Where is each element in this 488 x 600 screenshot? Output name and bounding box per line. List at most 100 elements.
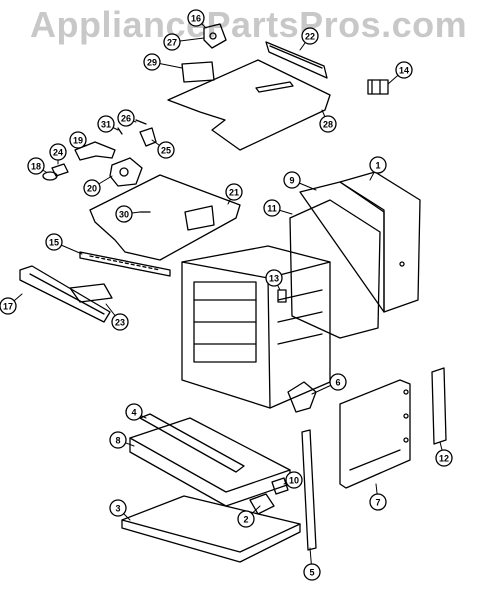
callout-20: 20 [83, 175, 113, 197]
callout-circle [0, 297, 17, 315]
callout-circle [369, 493, 387, 511]
callout-24: 24 [49, 143, 67, 165]
callout-15: 15 [45, 233, 83, 255]
callout-number: 9 [289, 176, 294, 186]
callout-circle [83, 179, 101, 197]
callout-number: 31 [101, 120, 111, 130]
callout-number: 11 [267, 204, 277, 214]
part-9-wrapper [299, 181, 385, 313]
part-17-rail [19, 265, 111, 323]
part-19-igniter [74, 141, 116, 161]
callout-circle [395, 61, 413, 79]
callout-31: 31 [97, 115, 119, 133]
callout-circle [109, 431, 127, 449]
part-16-27-bracket [203, 23, 227, 49]
callout-number: 12 [439, 454, 449, 464]
callout-number: 15 [49, 238, 59, 248]
callout-number: 6 [335, 378, 340, 388]
callout-circle [115, 205, 133, 223]
callout-number: 25 [161, 146, 171, 156]
callout-number: 13 [269, 274, 279, 284]
oven-cavity [181, 245, 331, 409]
callout-14: 14 [387, 61, 413, 85]
part-31-screw [117, 127, 123, 135]
callout-26: 26 [117, 109, 137, 127]
part-2-bracket [249, 493, 275, 515]
callout-circle [97, 115, 115, 133]
part-15-rail [79, 251, 171, 277]
callout-29: 29 [143, 53, 183, 71]
callout-circle [163, 33, 181, 51]
part-18-knob [42, 171, 58, 181]
callout-number: 2 [243, 515, 248, 525]
callout-number: 14 [399, 66, 409, 76]
callout-22: 22 [299, 27, 319, 51]
callout-number: 21 [229, 188, 239, 198]
callout-circle [435, 449, 453, 467]
callout-number: 23 [115, 318, 125, 328]
callout-17: 17 [0, 293, 23, 315]
callout-circle [237, 510, 255, 528]
callout-16: 16 [187, 9, 207, 29]
callout-number: 28 [323, 120, 333, 130]
callout-12: 12 [435, 441, 453, 467]
callout-18: 18 [27, 157, 47, 175]
callout-circle [303, 563, 321, 581]
callout-9: 9 [283, 171, 317, 191]
part-24-clip [51, 163, 69, 177]
callout-25: 25 [151, 139, 175, 159]
callout-number: 30 [119, 210, 129, 220]
watermark: AppliancePartsPros.com [30, 4, 468, 45]
callout-circle [125, 403, 143, 421]
callout-19: 19 [69, 131, 87, 149]
callout-circle [265, 269, 283, 287]
callout-circle [369, 156, 387, 174]
part-20-valve [109, 157, 143, 187]
callout-number: 29 [147, 58, 157, 68]
part-10-part [271, 477, 289, 495]
part-13-clip [277, 289, 287, 303]
part-11-insulation [289, 199, 381, 339]
callout-circle [225, 183, 243, 201]
callout-circle [187, 9, 205, 27]
callout-circle [45, 233, 63, 251]
callout-23: 23 [105, 303, 129, 331]
part-8-liner [129, 417, 291, 507]
callout-circle [49, 143, 67, 161]
callout-28: 28 [319, 109, 337, 133]
callout-circle [301, 27, 319, 45]
callout-number: 24 [53, 148, 63, 158]
callout-number: 17 [3, 302, 13, 312]
callout-5: 5 [303, 547, 321, 581]
callout-6: 6 [311, 373, 347, 395]
callout-number: 22 [305, 32, 315, 42]
callout-8: 8 [109, 431, 135, 449]
callout-7: 7 [369, 483, 387, 511]
callout-30: 30 [115, 205, 141, 223]
callout-circle [329, 373, 347, 391]
callout-circle [27, 157, 45, 175]
callout-number: 26 [121, 114, 131, 124]
callout-number: 27 [167, 38, 177, 48]
part-3-drawer-bottom [121, 495, 301, 563]
callout-circle [285, 471, 303, 489]
callout-3: 3 [109, 499, 131, 521]
callout-number: 5 [309, 568, 314, 578]
callout-number: 1 [375, 161, 380, 171]
callout-circle [263, 199, 281, 217]
callout-circle [319, 115, 337, 133]
callout-1: 1 [369, 156, 387, 181]
callout-circle [143, 53, 161, 71]
callout-circle [283, 171, 301, 189]
part-22-rail [265, 41, 328, 79]
callout-number: 16 [191, 14, 201, 24]
callout-number: 10 [289, 476, 299, 486]
callout-13: 13 [265, 269, 283, 291]
callout-circle [157, 141, 175, 159]
callout-27: 27 [163, 33, 205, 51]
part-12-strip [431, 367, 447, 445]
callout-number: 19 [73, 136, 83, 146]
